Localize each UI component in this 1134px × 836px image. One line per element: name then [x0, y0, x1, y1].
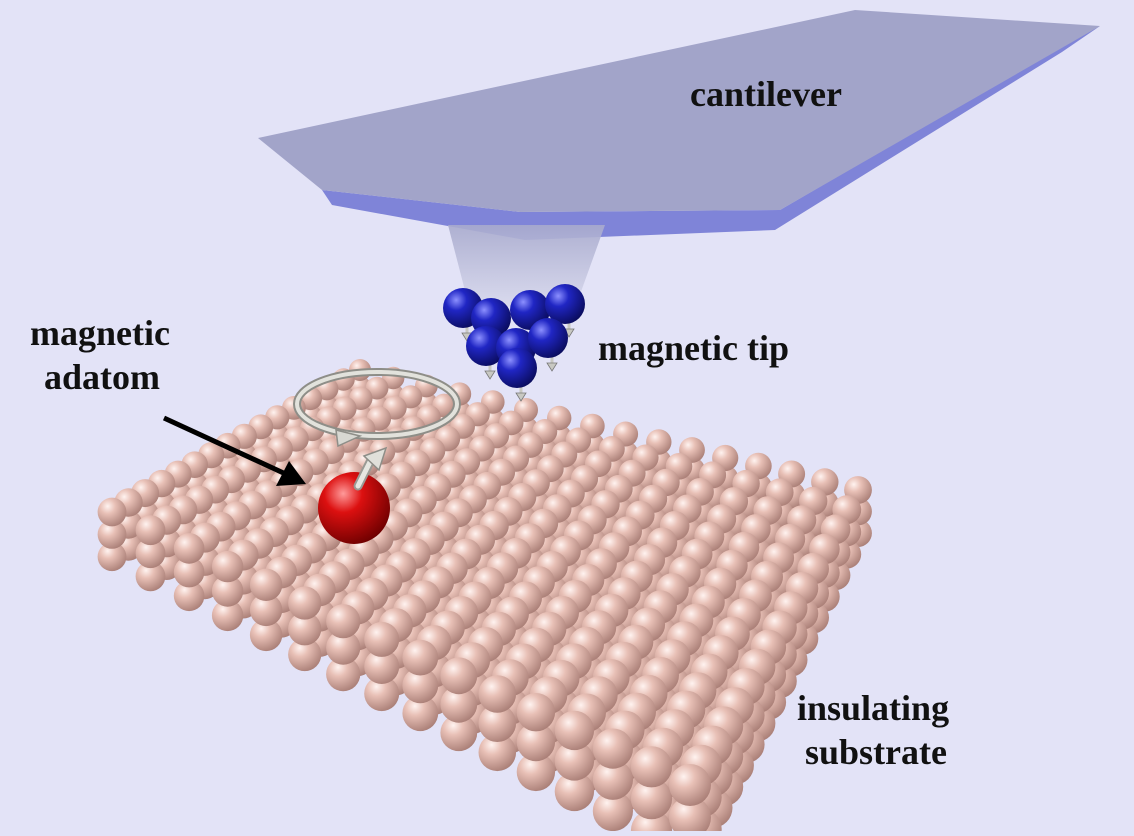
substrate-atom — [249, 568, 283, 601]
substrate-atom — [326, 630, 361, 665]
substrate-atom — [211, 599, 244, 632]
label-insulating-substrate: insulating substrate — [797, 688, 950, 772]
substrate-atom — [516, 752, 556, 792]
substrate-atom — [402, 667, 439, 704]
substrate-atom — [97, 520, 127, 549]
substrate-atom — [364, 621, 400, 657]
tip-spin-arrowhead — [484, 370, 496, 380]
substrate-atom — [173, 580, 205, 612]
tip-spin-arrowhead — [546, 362, 558, 372]
tip-spin-arrowhead — [515, 392, 527, 402]
substrate-atom — [402, 695, 439, 732]
substrate-atom — [669, 796, 711, 836]
substrate-atom — [669, 764, 711, 806]
substrate-atom — [478, 704, 517, 742]
cantilever — [258, 10, 1100, 310]
substrate-atom — [630, 778, 673, 820]
substrate-atom — [516, 693, 556, 732]
substrate-atom — [97, 497, 127, 527]
adatom-pointer-arrow — [162, 415, 306, 486]
label-magnetic-tip: magnetic tip — [598, 328, 789, 368]
substrate-atom — [516, 722, 556, 762]
adatom-sphere — [318, 472, 390, 544]
substrate-atom — [173, 533, 205, 564]
magnetic-adatom — [318, 446, 390, 544]
substrate-atom — [97, 542, 127, 572]
substrate-atom — [592, 790, 634, 832]
substrate-atom — [249, 618, 283, 652]
tip-atom — [497, 348, 537, 388]
tip-atom — [466, 326, 506, 366]
cantilever-top — [258, 10, 1100, 212]
substrate-atom — [288, 586, 322, 620]
substrate-atom — [211, 575, 244, 607]
substrate-atom — [478, 675, 517, 713]
substrate-atom — [364, 676, 400, 712]
precession-arrowhead — [335, 429, 363, 448]
spin-precession — [293, 368, 461, 448]
substrate-atom — [326, 604, 361, 639]
substrate-atom — [249, 593, 283, 627]
substrate-atom — [592, 728, 634, 769]
tip-atom — [545, 284, 585, 324]
substrate-atom — [135, 538, 166, 569]
substrate-atom — [173, 556, 205, 588]
substrate-atom — [478, 733, 517, 772]
magnetic-tip — [443, 284, 585, 402]
substrate-atom — [630, 746, 673, 788]
substrate-atom — [211, 550, 244, 583]
substrate-atom — [440, 685, 478, 723]
adatom-spin-arrowhead — [362, 446, 388, 472]
substrate-atom — [440, 657, 478, 695]
substrate-atom — [288, 612, 322, 646]
insulating-substrate — [97, 359, 872, 836]
substrate-atom — [326, 657, 361, 692]
tip-atom — [528, 318, 568, 358]
substrate-atom — [402, 639, 439, 676]
substrate-atom — [135, 561, 166, 592]
substrate-atom — [135, 515, 166, 546]
label-cantilever: cantilever — [690, 74, 842, 114]
substrate-atom — [364, 649, 400, 684]
substrate-atom — [592, 759, 634, 800]
substrate-atom — [554, 771, 595, 812]
substrate-atom — [440, 714, 478, 752]
substrate-atom — [288, 637, 322, 672]
substrate-atom — [554, 710, 595, 751]
substrate-atom — [554, 741, 595, 781]
label-magnetic-adatom: magnetic adatom — [30, 313, 170, 397]
